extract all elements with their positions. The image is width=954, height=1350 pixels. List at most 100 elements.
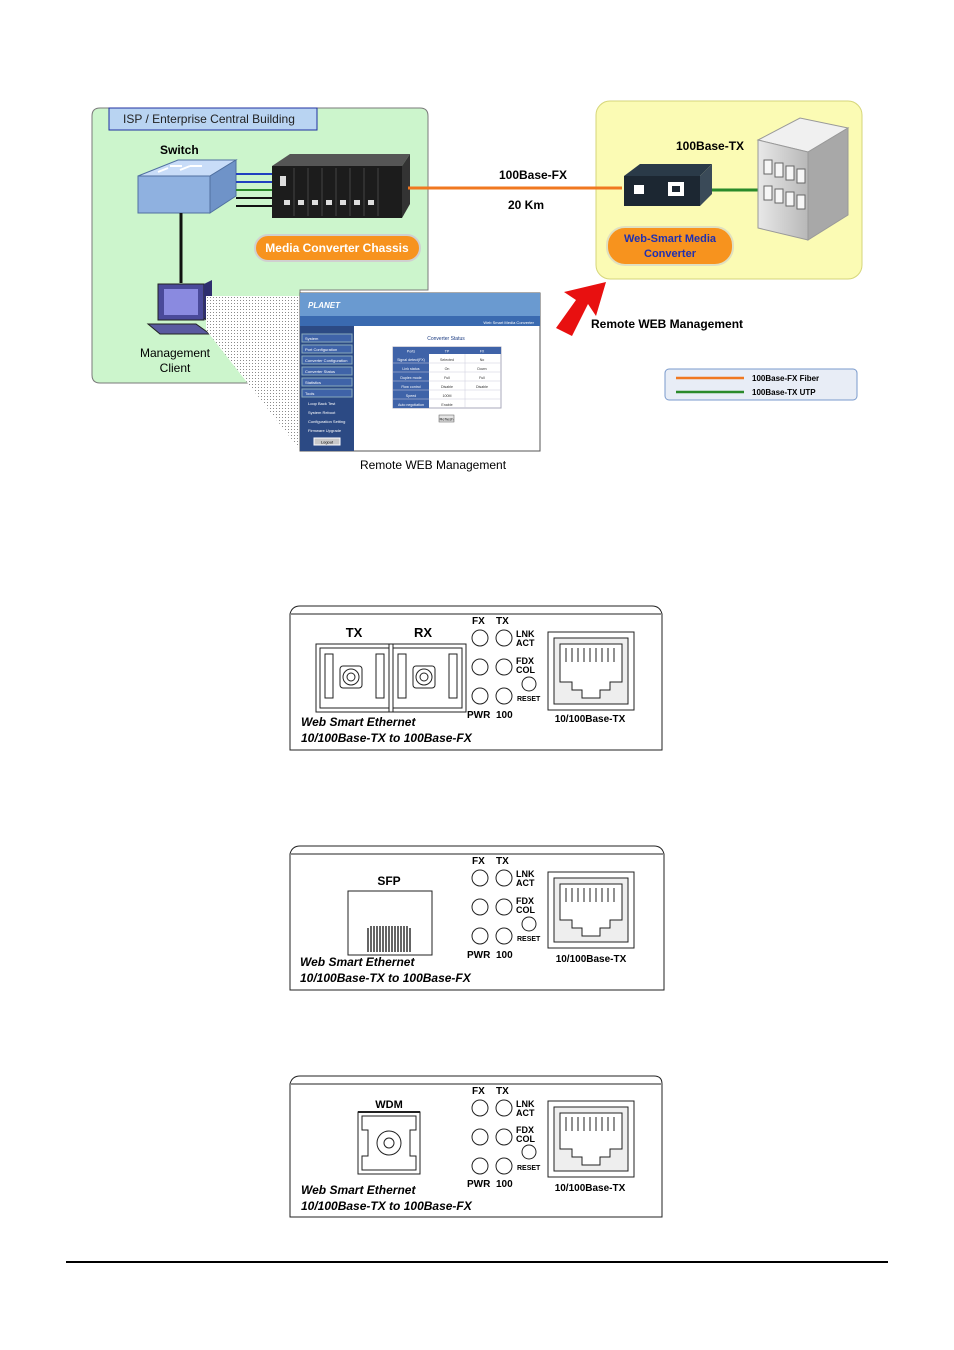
network-diagram: ISP / Enterprise Central Building Switch [91, 100, 863, 472]
front-panel-sc: TX RX FX TX LNK ACT FDX COL RESET PWR [289, 605, 663, 751]
sc-duplex-port-icon [315, 643, 467, 713]
table-cell: Down [477, 367, 486, 371]
chassis-label-pill [254, 234, 421, 262]
web-ui-submenu-item[interactable]: Configuration Setting [308, 419, 345, 424]
converter-label-line1: Web-Smart Media [624, 233, 717, 245]
front-panel-sfp: SFP FX TX LNK ACT FDX COL RESET [289, 845, 665, 991]
web-ui-menu-item[interactable]: Converter Configuration [305, 358, 347, 363]
web-ui-status-title: Converter Status [427, 336, 465, 342]
switch-uplinks [236, 173, 278, 207]
rj45-port-icon [547, 631, 635, 711]
chassis-label: Media Converter Chassis [265, 241, 409, 255]
table-row-label: Duplex mode [400, 376, 421, 380]
converter-label-pill [606, 226, 734, 266]
led-fdx-label: FDX [516, 656, 534, 666]
mgmt-client-line1: Management [140, 346, 211, 360]
web-ui-screenshot: PLANET Web Smart Media Converter System … [299, 292, 541, 452]
reset-button[interactable] [521, 1144, 537, 1160]
table-header-cell: Ports [407, 350, 416, 354]
switch-label: Switch [160, 143, 199, 157]
rj45-port-label: 10/100Base-TX [555, 714, 626, 725]
led-col-label: COL [516, 1134, 536, 1144]
rj45-port-label: 10/100Base-TX [555, 1183, 626, 1194]
remote-mgmt-label: Remote WEB Management [591, 317, 743, 331]
rj45-port-icon [547, 871, 635, 949]
web-ui-menu-item[interactable]: System [305, 336, 319, 341]
table-cell: Disable [476, 385, 488, 389]
link-legend: 100Base-FX Fiber 100Base-TX UTP [664, 368, 858, 401]
tx-connector-label: TX [346, 625, 363, 640]
wdm-connector-label: WDM [375, 1099, 403, 1111]
table-header-cell: FX [480, 350, 485, 354]
led-lnk-label: LNK [516, 1099, 535, 1109]
panel-title-line2: 10/100Base-TX to 100Base-FX [300, 971, 472, 985]
led-act-label: ACT [516, 878, 535, 888]
led-act-label: ACT [516, 638, 535, 648]
led-pwr-label: PWR [467, 710, 491, 721]
reset-label: RESET [517, 1165, 541, 1172]
led-lnk-label: LNK [516, 629, 535, 639]
led-tx-label: TX [496, 616, 509, 627]
table-cell: Full [444, 376, 450, 380]
led-indicators [471, 869, 537, 945]
panel-title-line2: 10/100Base-TX to 100Base-FX [301, 1199, 473, 1213]
web-ui-refresh-button[interactable]: Refresh [439, 417, 453, 422]
web-ui-menu: System Port Configuration Converter Conf… [301, 333, 353, 446]
sfp-connector-label: SFP [377, 874, 400, 888]
led-pwr-label: PWR [467, 1179, 491, 1190]
distance-label: 20 Km [508, 198, 544, 212]
web-ui-menu-item[interactable]: Tools [305, 391, 314, 396]
legend-fiber: 100Base-FX Fiber [752, 374, 819, 383]
table-cell: On [445, 367, 450, 371]
table-row-label: Link status [402, 367, 419, 371]
building-label: ISP / Enterprise Central Building [123, 112, 295, 126]
tx-label: 100Base-TX [676, 139, 744, 153]
table-row-label: Signal detect(FX) [397, 358, 425, 362]
led-100-label: 100 [496, 710, 513, 721]
table-cell: Full [479, 376, 485, 380]
web-ui-menu-item[interactable]: Statistics [305, 380, 321, 385]
led-fx-label: FX [472, 1086, 485, 1097]
web-ui-submenu-item[interactable]: Firmware Upgrade [308, 428, 342, 433]
led-pwr-label: PWR [467, 950, 491, 961]
remote-mgmt-arrow-icon [556, 282, 606, 336]
remote-converter-icon [624, 164, 712, 206]
led-fx-label: FX [472, 616, 485, 627]
panel-title-line1: Web Smart Ethernet [301, 715, 416, 729]
front-panel-wdm: WDM FX TX LNK ACT FDX COL RESET PWR 100 [289, 1075, 663, 1218]
table-row-label: Speed [406, 394, 416, 398]
building-label-box [108, 107, 318, 131]
web-ui-submenu-item[interactable]: Loop Back Test [308, 401, 336, 406]
led-tx-label: TX [496, 856, 509, 867]
panel-title-line2: 10/100Base-TX to 100Base-FX [301, 731, 473, 745]
led-fdx-label: FDX [516, 1125, 534, 1135]
rj45-port-icon [547, 1100, 635, 1178]
web-ui-logout-button[interactable]: Logout [321, 440, 334, 445]
led-fdx-label: FDX [516, 896, 534, 906]
table-cell: Disable [441, 385, 453, 389]
switch-icon [137, 159, 238, 214]
led-100-label: 100 [496, 950, 513, 961]
fx-label: 100Base-FX [499, 168, 567, 182]
converter-label-line2: Converter [644, 248, 697, 260]
led-indicators [471, 629, 537, 705]
panel-title-line1: Web Smart Ethernet [300, 955, 415, 969]
web-ui-submenu-item[interactable]: System Reboot [308, 410, 336, 415]
web-ui-brand: PLANET [308, 301, 341, 310]
chassis-icon [272, 154, 410, 218]
table-cell: 100M [443, 394, 452, 398]
screen-projection [206, 296, 300, 450]
rx-connector-label: RX [414, 625, 432, 640]
led-fx-label: FX [472, 856, 485, 867]
web-ui-menu-item[interactable]: Port Configuration [305, 347, 337, 352]
reset-button[interactable] [521, 676, 537, 692]
legend-utp: 100Base-TX UTP [752, 388, 816, 397]
table-row-label: Auto negotiation [398, 403, 424, 407]
led-lnk-label: LNK [516, 869, 535, 879]
led-col-label: COL [516, 665, 536, 675]
table-cell: Enable [441, 403, 452, 407]
web-ui-status-table: Ports TP FX Signal detect(FX) Link statu… [392, 346, 502, 409]
reset-button[interactable] [521, 916, 537, 932]
web-ui-menu-item[interactable]: Converter Status [305, 369, 335, 374]
